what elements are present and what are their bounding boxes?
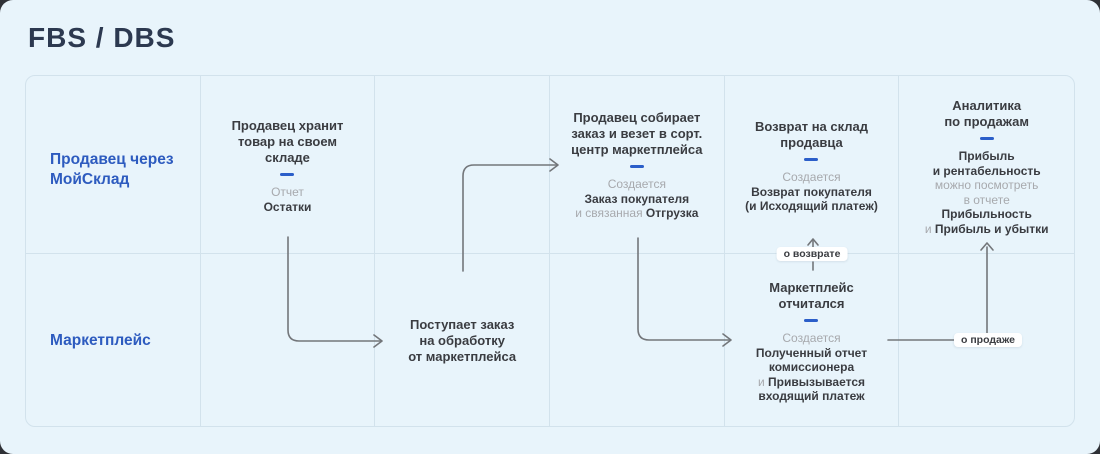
analytics-line: можно посмотреть (934, 178, 1039, 192)
cell-title: отчитался (778, 296, 845, 311)
cell-empty (550, 254, 725, 426)
cell-empty (201, 254, 376, 426)
page-title: FBS / DBS (28, 22, 176, 53)
cell-seller-stores: Продавец хранит товар на своем складе От… (200, 76, 376, 254)
analytics-line: Прибыль (958, 149, 1015, 163)
created-label: Создается (607, 177, 666, 191)
row-label-marketplace-text: Маркетплейс (50, 332, 151, 349)
badge-about-sale: о продаже (953, 333, 1023, 347)
divider-dash (629, 165, 644, 168)
cell-analytics: Аналитика по продажам Прибыль и рентабел… (899, 76, 1074, 254)
cell-title: Продавец хранит (231, 118, 344, 133)
cell-title: заказ и везет в сорт. (571, 126, 703, 141)
cell-title: продавца (780, 135, 843, 150)
row-label-marketplace: Маркетплейс (26, 254, 201, 426)
cell-title: Возврат на склад (754, 119, 869, 134)
doc-name: Полученный отчет (755, 345, 868, 360)
divider-dash (804, 158, 819, 161)
cell-title: складе (265, 150, 310, 165)
divider-dash (280, 173, 295, 176)
analytics-line: и рентабельность (932, 163, 1041, 178)
divider-dash (979, 137, 994, 140)
cell-title: Аналитика (952, 98, 1022, 113)
report-name: Прибыльность (941, 207, 1032, 221)
created-label: Создается (782, 170, 841, 184)
cell-title: на обработку (419, 333, 505, 348)
cell-title: товар на своем (237, 134, 338, 149)
doc-line: и связанная Отгрузка (575, 206, 699, 220)
doc-line: и Привызывается (757, 374, 865, 389)
doc-name: комиссионера (768, 360, 855, 374)
created-label: Создается (782, 331, 841, 345)
process-table: Продавец через МойСклад Продавец хранит … (25, 75, 1075, 427)
analytics-line: в отчете (963, 192, 1010, 207)
doc-name: входящий платеж (758, 389, 865, 403)
cell-title: Продавец собирает (573, 110, 701, 125)
report-line: и Прибыль и убытки (924, 221, 1049, 236)
badge-about-return: о возврате (776, 247, 848, 261)
cell-return-to-seller: Возврат на склад продавца Создается Возв… (724, 76, 900, 254)
cell-title: центр маркетплейса (571, 142, 703, 157)
cell-empty (375, 76, 550, 254)
cell-title: Поступает заказ (410, 317, 515, 332)
report-name: Остатки (263, 199, 312, 214)
divider-dash (804, 319, 819, 322)
cell-title: Маркетплейс (769, 280, 854, 295)
cell-seller-ships: Продавец собирает заказ и везет в сорт. … (550, 76, 725, 254)
doc-name: (и Исходящий платеж) (745, 199, 878, 213)
cell-marketplace-reported: Маркетплейс отчитался Создается Полученн… (725, 254, 900, 426)
doc-name: Заказ покупателя (584, 191, 690, 206)
report-label: Отчет (271, 185, 304, 199)
cell-title: по продажам (944, 114, 1029, 129)
row-label-seller: Продавец через МойСклад (26, 76, 201, 254)
cell-order-received: Поступает заказ на обработку от маркетпл… (375, 254, 550, 426)
doc-name: Возврат покупателя (751, 184, 872, 199)
row-label-seller-text: Продавец через МойСклад (50, 151, 174, 188)
cell-title: от маркетплейса (408, 349, 517, 364)
